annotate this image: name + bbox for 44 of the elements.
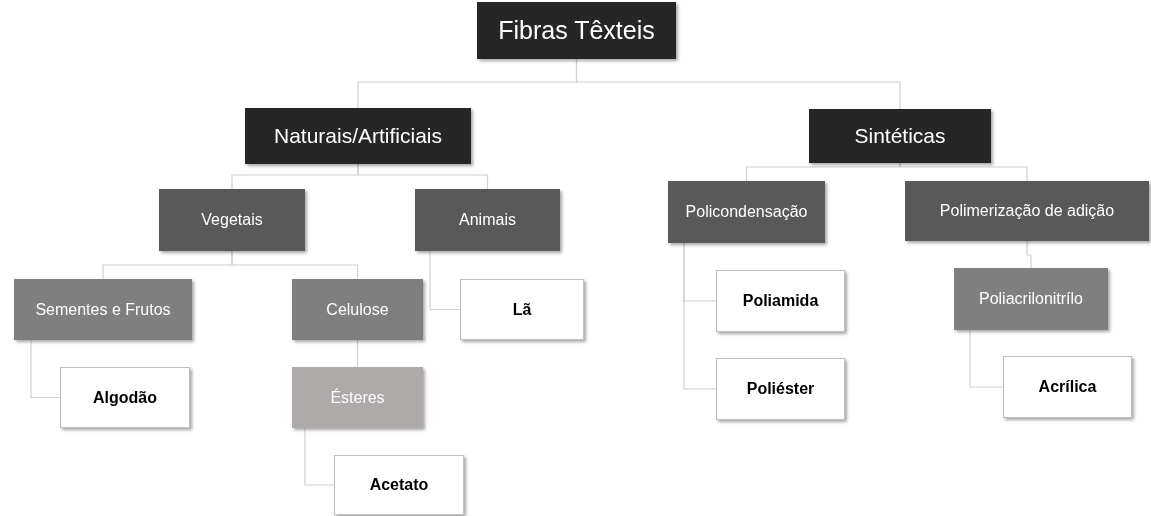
connector-line — [30, 339, 61, 399]
category-box — [716, 270, 845, 332]
box-label: Algodão — [93, 388, 157, 407]
category-box — [809, 109, 991, 163]
category-box — [905, 181, 1149, 241]
category-box — [60, 367, 190, 428]
category-box — [477, 2, 676, 59]
category-box — [415, 189, 560, 251]
category-box — [245, 108, 471, 164]
box-label: Fibras Têxteis — [498, 16, 655, 45]
category-box — [292, 367, 423, 428]
box-label: Poliacrilonitrílo — [978, 290, 1083, 308]
box-label: Poliéster — [746, 380, 815, 398]
connector-line — [429, 250, 461, 311]
category-box — [716, 358, 845, 420]
box-label: Ésteres — [330, 388, 385, 407]
connector-line — [969, 329, 1004, 388]
box-label: Sintéticas — [854, 124, 946, 148]
box-label: Acetato — [369, 476, 429, 494]
box-label: Celulose — [326, 300, 389, 319]
category-box — [1003, 356, 1132, 418]
connector-line — [1026, 240, 1032, 269]
box-label: Naturais/Artificiais — [273, 124, 442, 148]
connector-line — [356, 339, 359, 368]
box-label: Sementes e Frutos — [35, 300, 171, 319]
box-label: Lã — [512, 300, 532, 319]
box-label: Poliamida — [742, 292, 819, 310]
box-label: Policondensação — [685, 203, 808, 221]
category-box — [460, 279, 584, 340]
connector-line — [357, 163, 489, 190]
category-box — [668, 181, 825, 243]
connector-line — [899, 162, 1028, 182]
connector-line — [231, 250, 359, 280]
connector-line — [683, 242, 717, 390]
category-box — [292, 279, 423, 340]
box-label: Animais — [459, 211, 516, 229]
category-box — [14, 279, 192, 340]
category-box — [159, 189, 305, 251]
category-box — [334, 455, 464, 515]
box-label: Acrílica — [1038, 378, 1097, 396]
box-label: Polimerização de adição — [939, 202, 1115, 220]
connector-line — [304, 427, 335, 486]
box-label: Vegetais — [201, 211, 263, 229]
category-box — [954, 268, 1108, 330]
